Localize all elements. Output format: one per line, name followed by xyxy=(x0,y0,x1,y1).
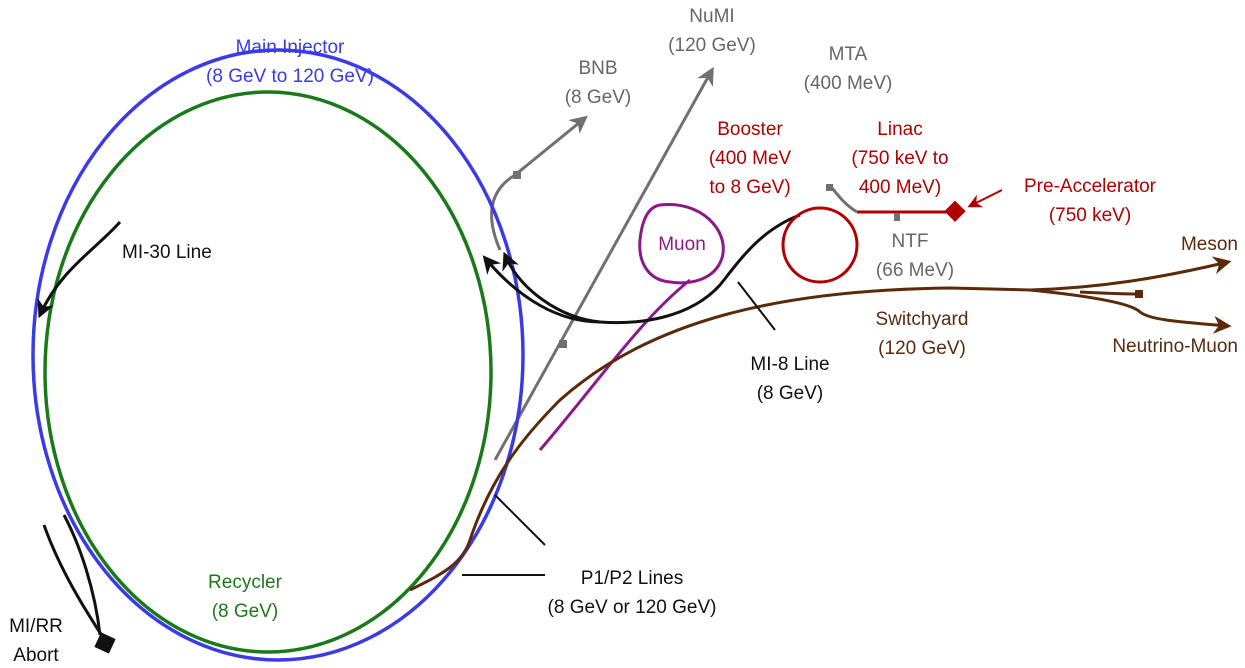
main-injector-ring xyxy=(31,48,525,662)
pre-accelerator-label: Pre-Accelerator xyxy=(1024,176,1157,197)
mta-label: MTA xyxy=(829,44,868,65)
pre-accelerator-marker xyxy=(944,200,966,222)
numi-label: NuMI xyxy=(689,6,734,27)
booster-energy-2: to 8 GeV) xyxy=(709,177,790,198)
mi8-leader xyxy=(737,281,776,331)
booster-energy-1: (400 MeV xyxy=(709,148,792,169)
linac-energy-2: 400 MeV) xyxy=(859,177,941,198)
mta-energy: (400 MeV) xyxy=(804,73,893,94)
muon-feed-line xyxy=(538,278,691,451)
muon-label: Muon xyxy=(658,234,706,255)
abort-label-1: MI/RR xyxy=(9,616,63,637)
mi8-label: MI-8 Line xyxy=(750,354,829,375)
p1p2-energy: (8 GeV or 120 GeV) xyxy=(548,597,717,618)
recycler-energy: (8 GeV) xyxy=(212,601,279,622)
mi30-label: MI-30 Line xyxy=(122,242,212,263)
mi8-line xyxy=(502,213,801,325)
bnb-beamline xyxy=(490,115,588,251)
numi-beamline xyxy=(493,66,714,461)
p1p2-leader-a xyxy=(494,494,546,546)
linac-label: Linac xyxy=(877,119,922,140)
switchyard-stub xyxy=(1079,290,1139,296)
switchyard-label: Switchyard xyxy=(876,309,969,330)
linac-energy-1: (750 keV to xyxy=(851,148,948,169)
mta-marker xyxy=(826,184,833,191)
main-injector-energy: (8 GeV to 120 GeV) xyxy=(206,66,374,87)
neutrino-muon-label: Neutrino-Muon xyxy=(1112,336,1238,357)
abort-label-2: Abort xyxy=(13,645,59,666)
neutrino-muon-line xyxy=(1029,288,1232,334)
mi8-branch xyxy=(482,255,601,324)
mi30-line xyxy=(37,221,122,319)
recycler-ring xyxy=(43,90,493,654)
booster-ring xyxy=(781,206,859,284)
main-injector-label: Main Injector xyxy=(236,37,345,58)
mta-line xyxy=(830,187,858,214)
numi-target-marker xyxy=(559,340,567,348)
switchyard-energy: (120 GeV) xyxy=(878,338,966,359)
ntf-energy: (66 MeV) xyxy=(876,260,954,281)
meson-label: Meson xyxy=(1181,234,1238,255)
bnb-label: BNB xyxy=(578,58,617,79)
mi8-energy: (8 GeV) xyxy=(757,383,824,404)
meson-line xyxy=(1029,256,1232,292)
abort-line-b xyxy=(62,514,102,636)
p1p2-switchyard-line xyxy=(409,286,1031,592)
p1p2-label: P1/P2 Lines xyxy=(581,568,683,589)
numi-energy: (120 GeV) xyxy=(668,35,756,56)
switchyard-stub-end xyxy=(1135,290,1143,298)
recycler-label: Recycler xyxy=(208,572,283,593)
ntf-label: NTF xyxy=(892,231,929,252)
pre-accelerator-energy: (750 keV) xyxy=(1049,205,1131,226)
ntf-marker xyxy=(894,213,900,221)
muon-ring xyxy=(638,202,725,285)
bnb-energy: (8 GeV) xyxy=(565,87,632,108)
pre-accelerator-pointer xyxy=(967,189,1003,208)
booster-label: Booster xyxy=(717,119,783,140)
bnb-target-marker xyxy=(513,171,521,179)
abort-dump xyxy=(94,632,116,654)
